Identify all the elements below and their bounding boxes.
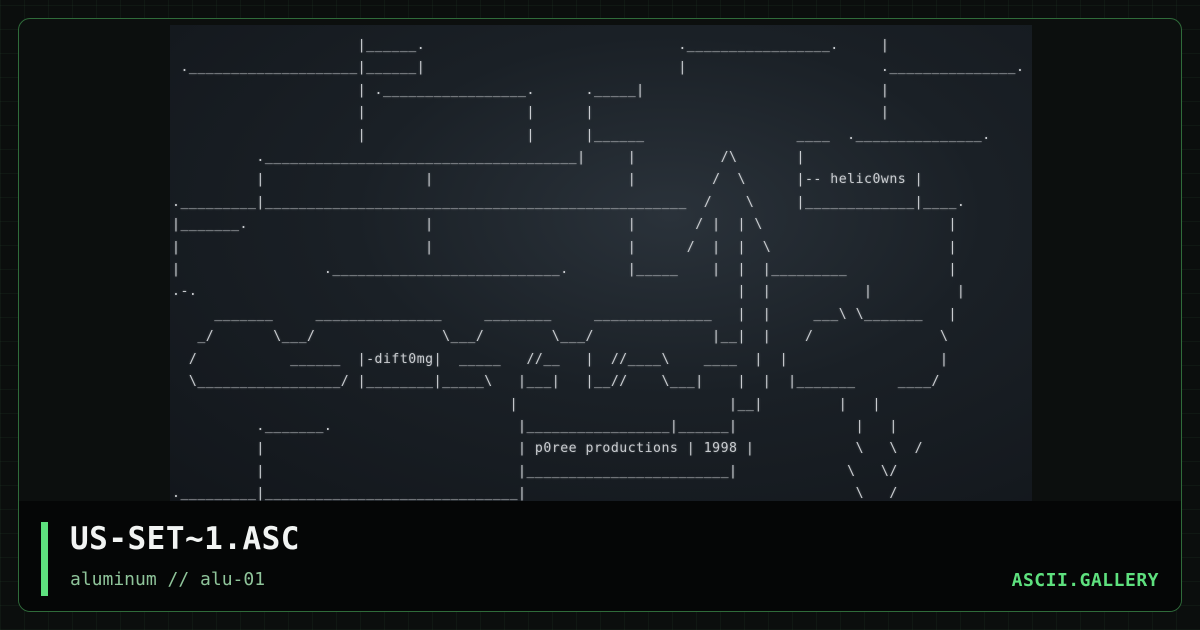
artwork-title: US-SET~1.ASC — [70, 521, 300, 557]
site-brand: ASCII.GALLERY — [1011, 570, 1159, 591]
card-footer: US-SET~1.ASC aluminum // alu-01 ASCII.GA… — [19, 501, 1181, 611]
artwork-subtitle: aluminum // alu-01 — [70, 569, 266, 590]
ascii-art-image: |______. ._________________. | .________… — [170, 25, 1032, 501]
accent-bar — [41, 522, 48, 596]
ascii-art-text: |______. ._________________. | .________… — [172, 38, 1025, 501]
preview-card: |______. ._________________. | .________… — [18, 18, 1182, 612]
